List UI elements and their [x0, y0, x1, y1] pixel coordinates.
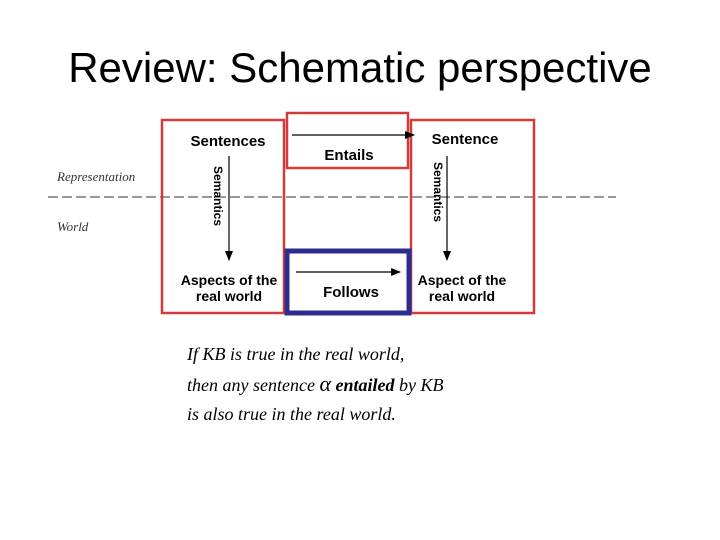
caption: If KB is true in the real world, then an… — [187, 340, 444, 429]
caption-line-1: If KB is true in the real world, — [187, 344, 405, 364]
aspects-label-line2: real world — [196, 288, 262, 304]
entails-label: Entails — [324, 147, 373, 164]
sentence-label: Sentence — [432, 131, 499, 148]
sentences-label: Sentences — [190, 133, 265, 150]
right-semantics-label: Semantics — [431, 162, 445, 222]
aspect-label-line2: real world — [429, 288, 495, 304]
caption-line-3: is also true in the real world. — [187, 404, 396, 424]
world-label: World — [57, 219, 89, 234]
caption-line-2-end: by KB — [394, 375, 444, 395]
aspect-label-line1: Aspect of the — [418, 272, 507, 288]
alpha-symbol: α — [319, 371, 332, 396]
left-semantics-label: Semantics — [211, 166, 225, 226]
caption-line-2-start: then any sentence — [187, 375, 320, 395]
entails-box — [285, 111, 410, 170]
left-column-frame — [160, 118, 286, 315]
representation-label: Representation — [56, 169, 135, 184]
page-title: Review: Schematic perspective — [68, 44, 652, 91]
follows-box — [284, 248, 412, 316]
caption-entailed-word: entailed — [335, 375, 395, 395]
follows-label: Follows — [323, 284, 379, 301]
caption-line-2: then any sentence α entailed by KB — [187, 369, 444, 400]
aspects-label-line1: Aspects of the — [181, 272, 278, 288]
right-column-frame — [409, 118, 536, 315]
